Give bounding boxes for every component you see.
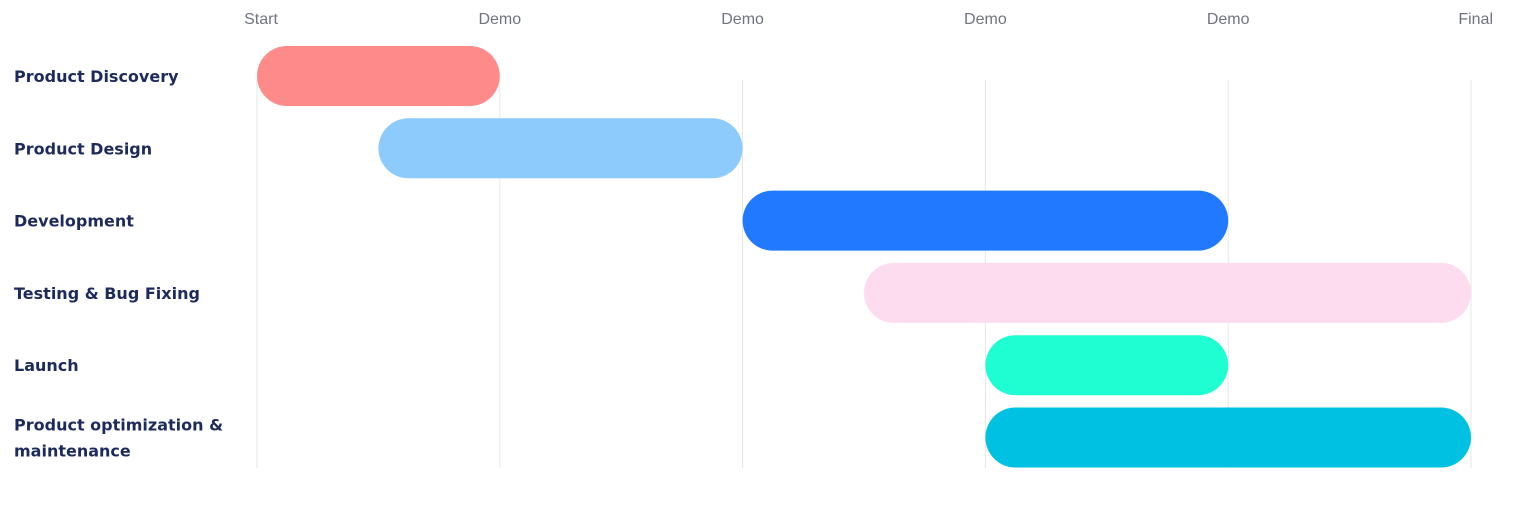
milestone-label: Demo <box>721 11 764 28</box>
task-bar <box>985 335 1229 396</box>
task-label-line: Launch <box>14 356 79 375</box>
milestone-label: Demo <box>1207 11 1250 28</box>
task-label: Launch <box>14 356 79 375</box>
milestone-label: Start <box>244 11 278 28</box>
milestone-axis: Start Demo Demo Demo Demo Final <box>244 11 1493 28</box>
task-label-line: Product Discovery <box>14 67 179 86</box>
task-label-line: Development <box>14 212 134 231</box>
task-label: Development <box>14 212 134 231</box>
milestone-label: Demo <box>964 11 1007 28</box>
task-bar <box>864 262 1471 323</box>
task-label: Testing & Bug Fixing <box>14 284 200 303</box>
task-label: Product optimization & maintenance <box>14 416 223 461</box>
task-label-line: Testing & Bug Fixing <box>14 284 200 303</box>
task-label: Product Discovery <box>14 67 179 86</box>
task-bar <box>257 46 500 106</box>
task-label: Product Design <box>14 139 152 158</box>
milestone-label: Final <box>1458 11 1493 28</box>
task-bar <box>742 190 1229 251</box>
task-bars <box>257 46 1471 468</box>
task-bar <box>378 118 743 179</box>
task-bar <box>985 407 1471 468</box>
milestone-label: Demo <box>478 11 521 28</box>
task-label-line: Product Design <box>14 139 152 158</box>
task-label-line: maintenance <box>14 442 131 461</box>
task-label-line: Product optimization & <box>14 416 223 435</box>
